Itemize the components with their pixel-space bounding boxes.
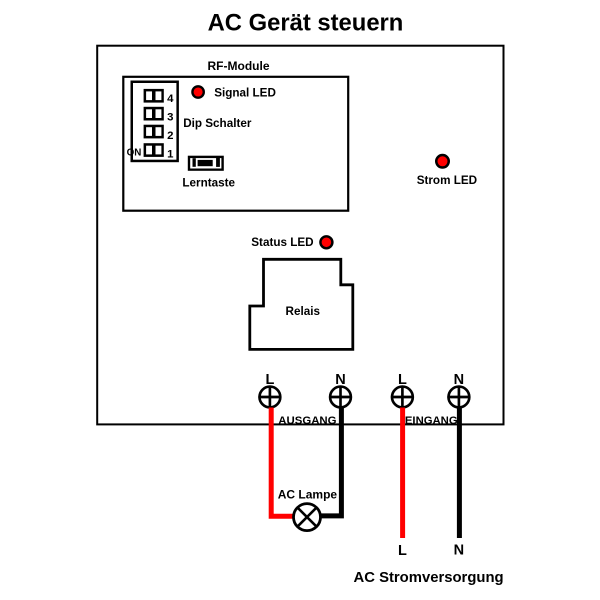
svg-text:L: L bbox=[398, 543, 407, 559]
svg-text:Status LED: Status LED bbox=[251, 236, 313, 249]
svg-text:Strom LED: Strom LED bbox=[417, 174, 477, 187]
svg-text:2: 2 bbox=[167, 130, 173, 142]
svg-text:3: 3 bbox=[167, 111, 173, 123]
svg-text:Relais: Relais bbox=[286, 305, 321, 318]
svg-text:N: N bbox=[454, 543, 464, 559]
svg-text:Signal LED: Signal LED bbox=[214, 87, 276, 100]
svg-text:EINGANG: EINGANG bbox=[405, 415, 458, 427]
svg-text:AC Stromversorgung: AC Stromversorgung bbox=[354, 570, 504, 586]
svg-text:Dip Schalter: Dip Schalter bbox=[183, 117, 252, 130]
svg-text:AC Lampe: AC Lampe bbox=[278, 487, 338, 501]
svg-text:L: L bbox=[265, 372, 274, 388]
svg-text:ON: ON bbox=[127, 147, 142, 158]
svg-text:AC Gerät steuern: AC Gerät steuern bbox=[208, 9, 404, 36]
svg-text:N: N bbox=[454, 372, 464, 388]
svg-text:4: 4 bbox=[167, 93, 174, 105]
svg-text:N: N bbox=[335, 372, 345, 388]
svg-text:Lerntaste: Lerntaste bbox=[182, 176, 235, 189]
svg-text:RF-Module: RF-Module bbox=[208, 59, 270, 73]
svg-text:AUSGANG: AUSGANG bbox=[278, 415, 336, 427]
svg-text:L: L bbox=[398, 372, 407, 388]
svg-text:1: 1 bbox=[167, 149, 174, 161]
